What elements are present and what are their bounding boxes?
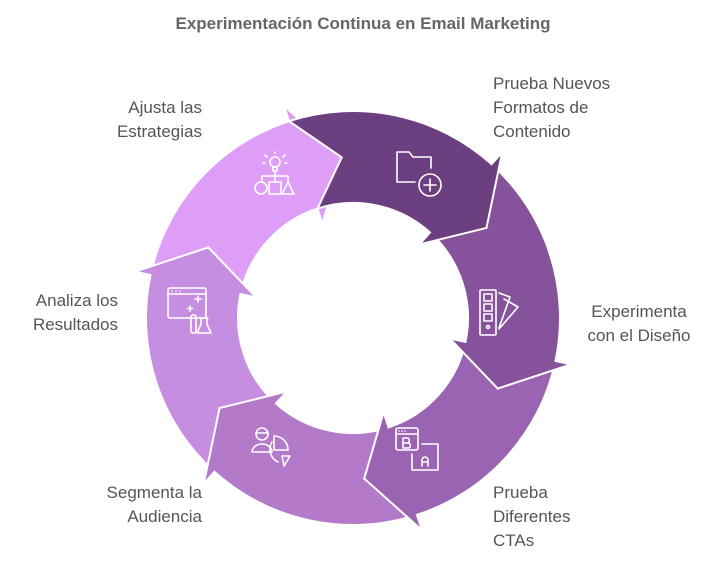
cycle-segment-4 xyxy=(202,389,420,526)
label-ajusta-estrategias: Ajusta las Estrategias xyxy=(116,98,202,141)
user-pie-chart-icon xyxy=(251,427,291,467)
browser-flask-icon xyxy=(167,287,212,334)
cycle-segment-1 xyxy=(286,110,504,247)
cycle-segment-5 xyxy=(131,246,279,474)
diagram-title: Experimentación Continua en Email Market… xyxy=(175,14,551,33)
folder-plus-icon xyxy=(396,151,442,197)
cycle-segment-3 xyxy=(363,339,557,534)
lightbulb-shapes-icon xyxy=(254,151,295,195)
label-analiza-resultados: Analiza los Resultados xyxy=(32,291,118,334)
swatch-palette-icon xyxy=(479,289,519,336)
ab-test-icon xyxy=(395,427,439,471)
label-experimenta-diseno: Experimenta con el Diseño xyxy=(587,302,691,345)
label-segmenta-audiencia: Segmenta la Audiencia xyxy=(106,483,202,526)
cycle-segment-6 xyxy=(149,102,343,297)
label-prueba-nuevos-formatos: Prueba Nuevos Formatos de Contenido xyxy=(493,74,611,141)
cycle-segment-2 xyxy=(427,162,575,390)
label-prueba-ctas: Prueba Diferentes CTAs xyxy=(493,483,571,550)
